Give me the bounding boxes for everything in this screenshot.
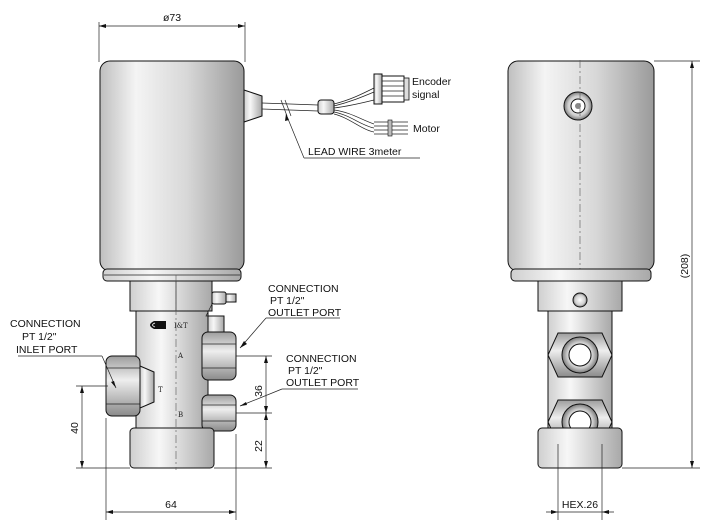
brand-logo <box>150 321 166 329</box>
lead-wire-label: LEAD WIRE 3meter <box>308 146 402 158</box>
side-cable-gland <box>563 91 593 121</box>
side-vent-port <box>572 292 588 308</box>
inlet-connection-line1: CONNECTION <box>10 318 81 330</box>
dimension-208: (208) <box>622 60 700 469</box>
dimension-diameter: ø73 <box>98 12 246 62</box>
cable-sleeve <box>317 99 335 115</box>
side-outlet-port-a <box>547 332 613 378</box>
outlet-a-connection-line1: CONNECTION <box>268 283 339 295</box>
port-a-label: A <box>177 352 184 360</box>
dim-hex-label: HEX.26 <box>562 499 598 511</box>
outlet-a-connection-line3: OUTLET PORT <box>268 307 342 319</box>
outlet-b-leader <box>239 388 358 407</box>
port-b-label: B <box>178 411 183 419</box>
port-t-label: T <box>158 386 163 394</box>
inlet-connection-line2: PT 1/2" <box>22 331 57 343</box>
dim-64-label: 64 <box>165 499 177 511</box>
side-motor-collar <box>510 268 652 282</box>
side-valve-base <box>537 427 623 469</box>
outlet-a-connection-line2: PT 1/2" <box>270 295 305 307</box>
dim-208-label: (208) <box>679 254 691 279</box>
dim-40-label: 40 <box>69 422 81 434</box>
brand-label: I&T <box>174 322 188 330</box>
cable-gland <box>243 89 263 123</box>
inlet-connection-line3: INLET PORT <box>16 344 78 356</box>
side-view: (208) HEX.26 <box>507 60 700 520</box>
motor-housing <box>99 60 245 272</box>
inlet-leader <box>18 355 117 389</box>
dimension-22: 22 <box>214 413 272 469</box>
lead-wires <box>333 87 375 133</box>
dimension-hex: HEX.26 <box>546 444 614 520</box>
outlet-b-connection-line1: CONNECTION <box>286 353 357 365</box>
motor-leads <box>374 119 408 137</box>
inlet-nut <box>105 355 155 417</box>
dim-36-label: 36 <box>253 385 265 397</box>
outlet-b-connection-line3: OUTLET PORT <box>286 377 360 389</box>
encoder-label-2: signal <box>412 89 439 101</box>
valve-base <box>129 427 215 469</box>
outlet-a-leader <box>239 317 340 349</box>
lead-wire-leader <box>285 113 420 159</box>
motor-label: Motor <box>413 123 440 135</box>
dim-22-label: 22 <box>253 440 265 452</box>
vent-fitting <box>205 291 237 317</box>
encoder-label-1: Encoder <box>412 76 452 88</box>
valve-neck <box>129 280 213 312</box>
encoder-connector <box>373 73 410 105</box>
outlet-b-connection-line2: PT 1/2" <box>288 365 323 377</box>
outlet-nut-a <box>201 315 237 381</box>
outlet-nut-b <box>201 394 237 432</box>
dimension-40: 40 <box>69 385 130 469</box>
dimension-36: 36 <box>236 355 272 414</box>
dim-diameter-label: ø73 <box>163 12 181 24</box>
dimension-64: 64 <box>105 418 237 520</box>
front-view: ø73 Encoder <box>10 12 452 520</box>
